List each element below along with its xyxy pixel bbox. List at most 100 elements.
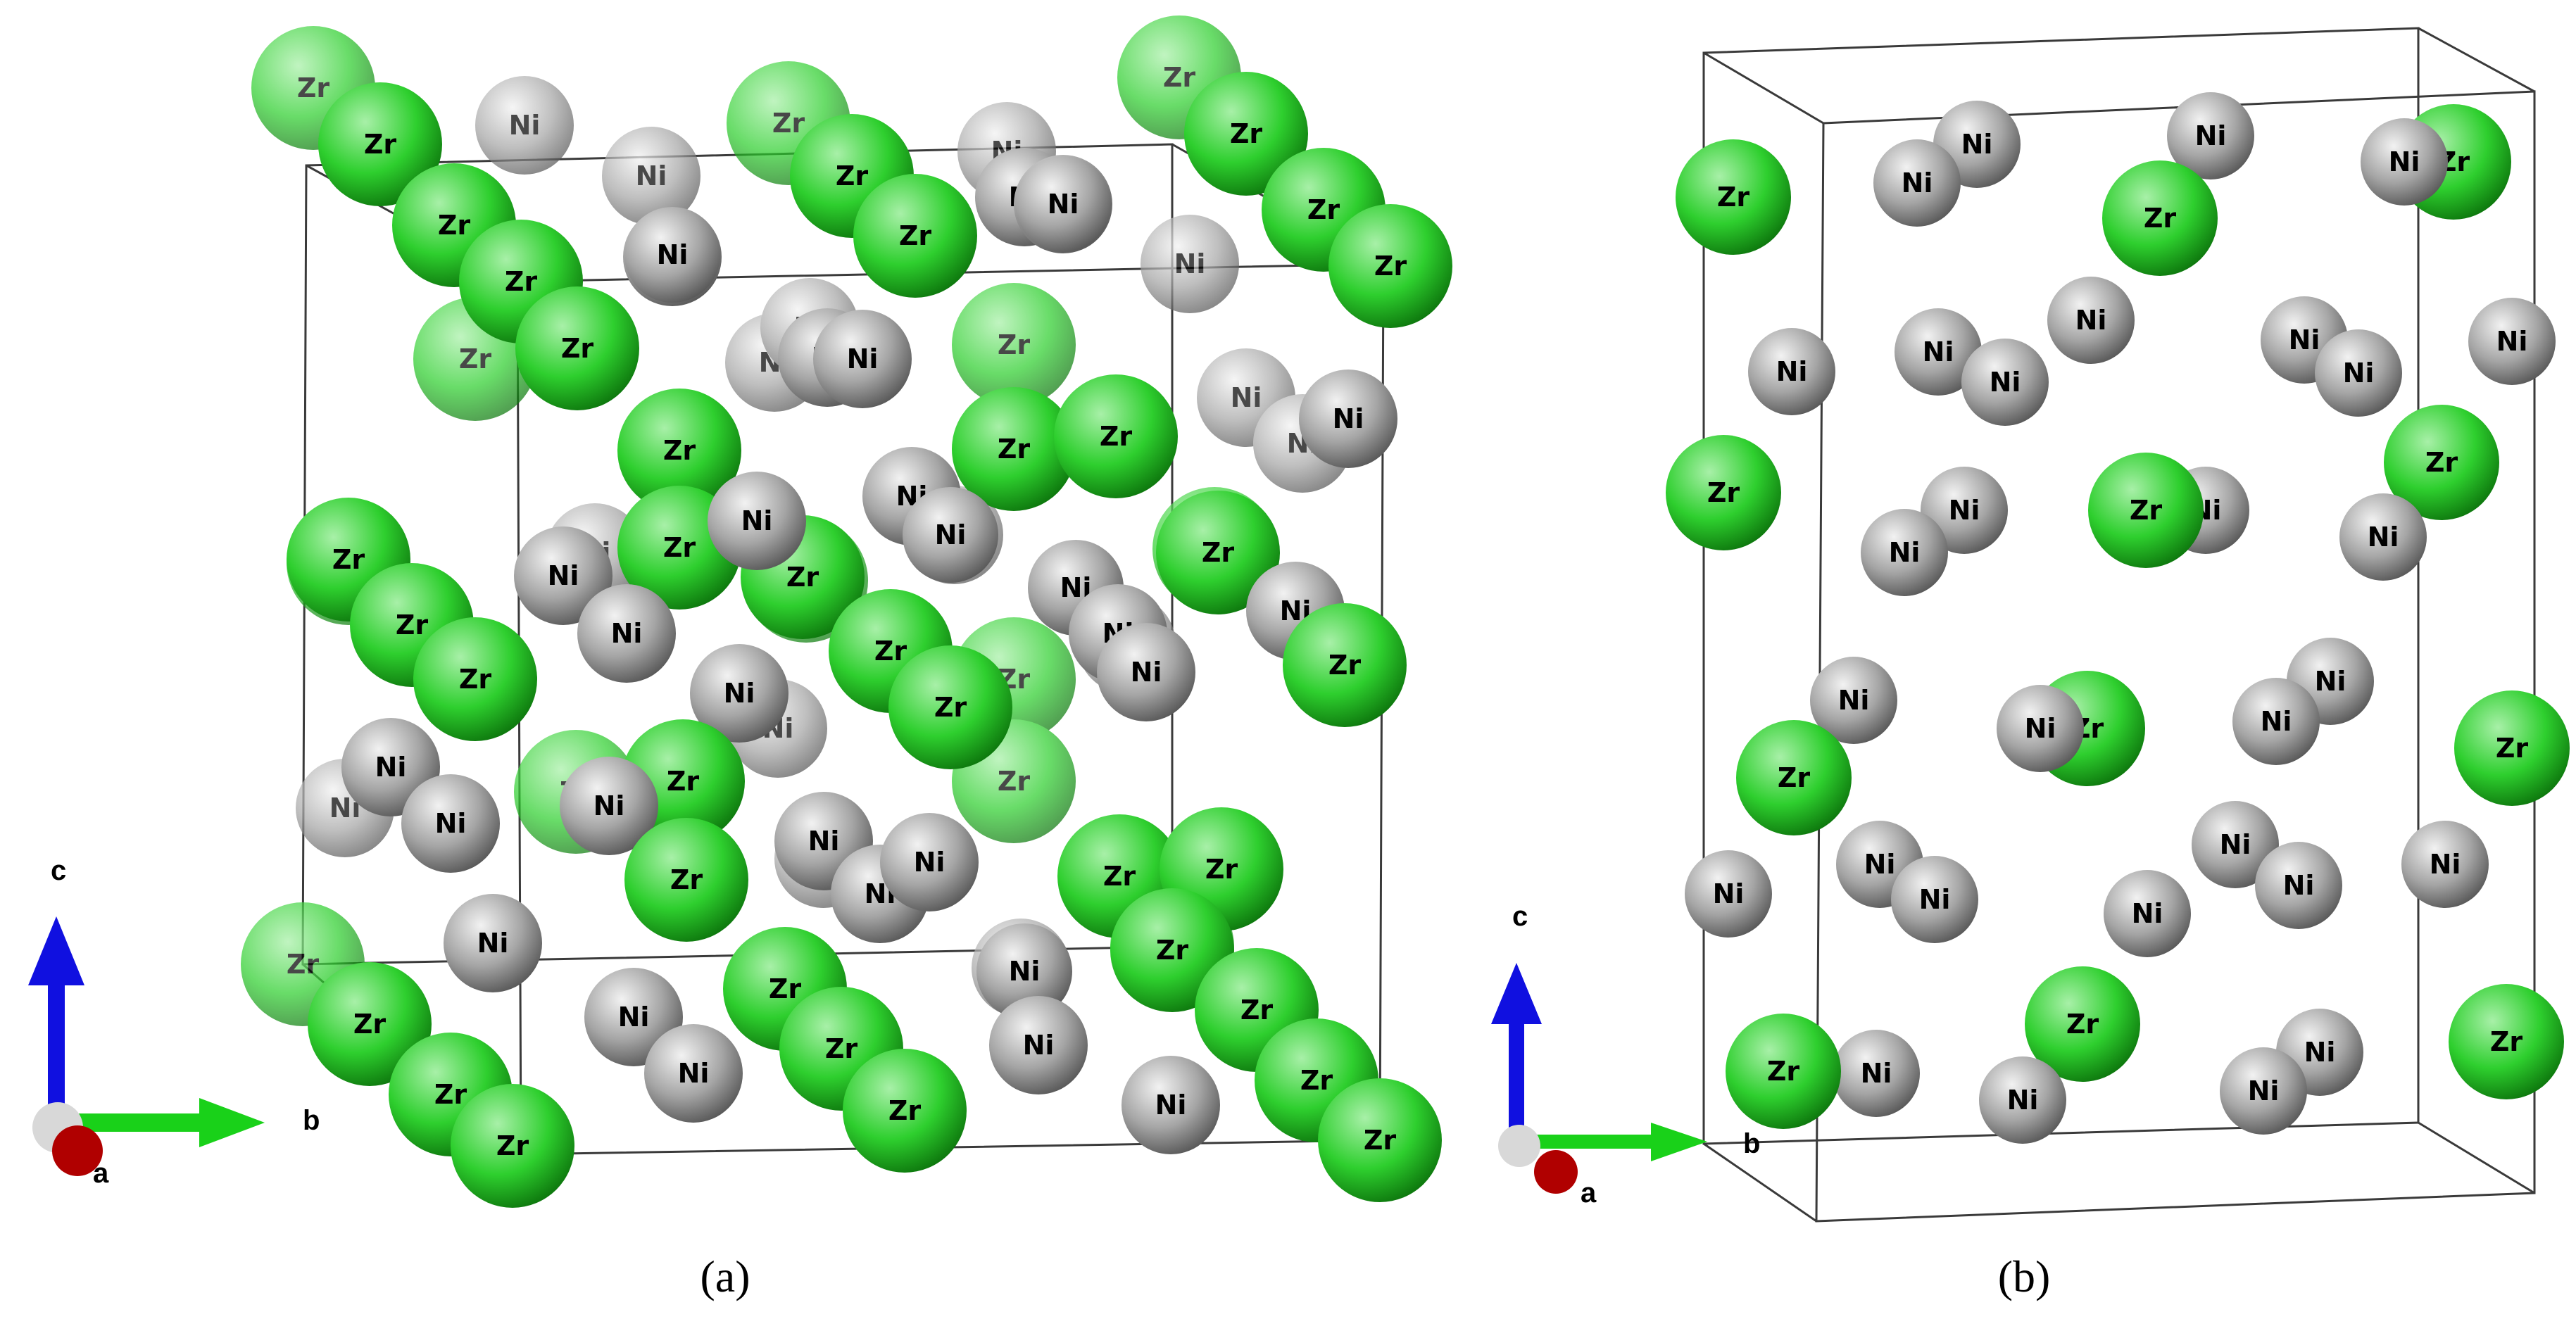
- atom-label: Zr: [2490, 1026, 2523, 1057]
- atom-zr: Zr: [2449, 984, 2564, 1099]
- atom-zr: Zr: [1726, 1014, 1841, 1129]
- atom-zr: Zr: [308, 962, 432, 1086]
- atom-ni: Ni: [602, 127, 700, 225]
- atom-zr: Zr: [843, 1049, 967, 1173]
- atom-label: Ni: [2496, 326, 2528, 357]
- atom-ni: Ni: [1997, 685, 2084, 772]
- atom-label: Ni: [435, 808, 467, 839]
- atom-label: Ni: [1131, 657, 1162, 688]
- atom-ni: Ni: [690, 644, 788, 743]
- atom-label: Zr: [459, 664, 492, 695]
- atom-zr: Zr: [2384, 405, 2499, 520]
- atom-label: Ni: [2195, 120, 2227, 151]
- panel-b: Ni Ni Ni Zr Ni Zr Zr Ni Ni Ni Ni Ni Ni N…: [1491, 27, 2570, 1301]
- atom-label: Ni: [935, 519, 967, 550]
- atom-ni: Ni: [989, 996, 1088, 1094]
- atom-label: Ni: [1009, 956, 1041, 987]
- atom-label: Ni: [808, 826, 840, 857]
- atom-label: Zr: [663, 532, 696, 563]
- atom-zr: Zr: [853, 174, 977, 298]
- atom-label: Ni: [724, 678, 755, 709]
- atom-label: Ni: [509, 110, 541, 141]
- atom-label: Ni: [2025, 713, 2056, 744]
- atom-label: Zr: [438, 210, 471, 241]
- atom-zr: Zr: [2454, 690, 2570, 806]
- atom-label: Zr: [663, 435, 696, 466]
- atom-zr: Zr: [1328, 204, 1452, 328]
- atom-ni: Ni: [514, 526, 612, 625]
- atom-zr: Zr: [952, 283, 1076, 407]
- atom-label: Zr: [1205, 854, 1238, 885]
- axis-label-a: a: [93, 1158, 109, 1189]
- atom-label: Zr: [670, 864, 703, 895]
- atom-label: Zr: [1707, 477, 1740, 508]
- atom-ni: Ni: [475, 76, 574, 175]
- atom-label: Ni: [1919, 884, 1951, 915]
- atom-label: Ni: [477, 928, 509, 959]
- atom-zr: Zr: [1318, 1078, 1442, 1202]
- atom-ni: Ni: [1141, 215, 1239, 313]
- atom-label: Ni: [618, 1002, 650, 1033]
- atom-ni: Ni: [2315, 329, 2402, 417]
- atom-label: Zr: [2066, 1009, 2099, 1040]
- atom-label: Ni: [1838, 685, 1870, 716]
- atom-ni: Ni: [2104, 870, 2191, 957]
- atom-label: Zr: [1230, 118, 1263, 149]
- atom-zr: Zr: [1666, 435, 1781, 550]
- atom-label: Ni: [593, 790, 625, 821]
- atom-ni: Ni: [1299, 370, 1397, 468]
- atom-label: Ni: [914, 847, 945, 878]
- axis-label-c: c: [51, 855, 66, 886]
- atom-label: Zr: [2496, 733, 2529, 764]
- atom-label: Ni: [2220, 829, 2251, 860]
- atom-label: Ni: [2132, 898, 2163, 929]
- atom-label: Ni: [1889, 537, 1921, 568]
- atom-label: Zr: [772, 108, 805, 139]
- atom-label: Ni: [1155, 1090, 1187, 1121]
- atom-ni: Ni: [644, 1024, 743, 1123]
- atom-label: Zr: [287, 949, 320, 980]
- atom-ni: Ni: [813, 310, 912, 408]
- atom-label: Ni: [2430, 849, 2461, 880]
- atom-ni: Ni: [444, 894, 542, 992]
- atom-label: Ni: [2315, 666, 2346, 697]
- atom-ni: Ni: [1015, 156, 1111, 252]
- atom-label: Ni: [1023, 1030, 1055, 1061]
- atom-label: Zr: [836, 160, 869, 191]
- atom-label: Ni: [1949, 495, 1980, 526]
- atom-label: Zr: [1156, 935, 1189, 966]
- atom-ni: Ni: [1891, 856, 1978, 943]
- atom-label: Ni: [2368, 522, 2399, 553]
- atom-label: Zr: [1300, 1065, 1333, 1096]
- axis-indicator-a: c b a: [28, 855, 320, 1189]
- atom-label: Zr: [1767, 1056, 1800, 1087]
- atom-label: Zr: [786, 562, 819, 593]
- atom-ni: Ni: [1097, 623, 1195, 721]
- atom-label: Ni: [1776, 356, 1808, 387]
- atom-ni: Ni: [624, 207, 720, 303]
- atom-label: Zr: [364, 129, 397, 160]
- atom-label: Zr: [1364, 1125, 1397, 1156]
- atom-label: Ni: [375, 752, 407, 783]
- atom-label: Ni: [2289, 324, 2320, 355]
- atom-label: Zr: [496, 1130, 529, 1161]
- atoms-b: Ni Ni Ni Zr Ni Zr Zr Ni Ni Ni Ni Ni Ni N…: [1666, 92, 2570, 1144]
- axis-label-a: a: [1581, 1178, 1597, 1208]
- atom-ni: Ni: [401, 774, 500, 873]
- atom-label: Ni: [847, 343, 879, 374]
- atom-label: Ni: [2343, 358, 2375, 389]
- atom-label: Zr: [1240, 995, 1274, 1025]
- atom-zr: Zr: [624, 818, 748, 942]
- atom-label: Ni: [1231, 382, 1262, 413]
- atom-label: Zr: [998, 329, 1031, 360]
- atom-label: Ni: [636, 160, 667, 191]
- atom-label: Zr: [1717, 182, 1750, 213]
- atom-label: Zr: [459, 343, 492, 374]
- atom-label: Zr: [434, 1079, 467, 1110]
- atom-label: Ni: [741, 505, 773, 536]
- atom-label: Zr: [396, 610, 429, 640]
- atom-ni: Ni: [1873, 139, 1961, 227]
- atom-ni: Ni: [1961, 339, 2049, 426]
- atom-zr: Zr: [1676, 139, 1791, 255]
- atoms-front-a: Ni Ni Ni Ni Zr Zr Zr Zr Zr Zr Zr Zr Zr N…: [287, 72, 1452, 1208]
